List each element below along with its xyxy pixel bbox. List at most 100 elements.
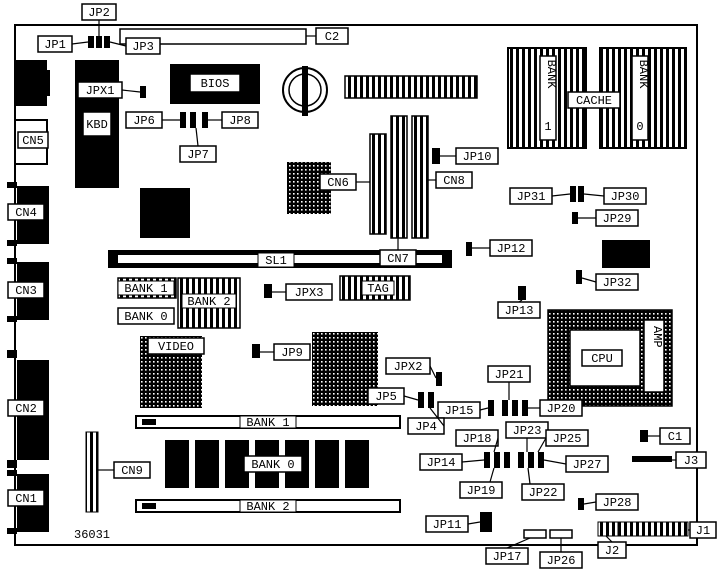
svg-text:36031: 36031 — [74, 528, 110, 542]
svg-text:VIDEO: VIDEO — [158, 340, 194, 354]
label-j3: J3 — [675, 451, 707, 469]
leader-lines — [71, 20, 690, 552]
jumper-blocks — [88, 36, 648, 532]
svg-text:BANK 1: BANK 1 — [124, 282, 167, 296]
svg-text:CN7: CN7 — [387, 252, 409, 266]
svg-text:JP22: JP22 — [529, 486, 558, 500]
label-jp2: JP2 — [81, 3, 117, 21]
svg-text:BANK: BANK — [544, 60, 558, 90]
svg-text:JP25: JP25 — [553, 432, 582, 446]
svg-text:JP17: JP17 — [493, 550, 522, 564]
label-c2: C2 — [315, 27, 349, 45]
label-jp15: JP15 — [437, 401, 481, 419]
jp26-block — [549, 529, 573, 539]
label-jp20: JP20 — [539, 399, 583, 417]
label-jp27: JP27 — [565, 455, 609, 473]
label-cn7: CN7 — [379, 249, 417, 267]
svg-text:BANK 2: BANK 2 — [246, 500, 289, 514]
svg-text:JP19: JP19 — [467, 484, 496, 498]
label-jp29: JP29 — [595, 209, 639, 227]
svg-text:JP12: JP12 — [497, 242, 526, 256]
label-jp7: JP7 — [179, 145, 217, 163]
battery — [282, 66, 328, 116]
svg-text:JP14: JP14 — [427, 456, 456, 470]
svg-text:JP23: JP23 — [513, 424, 542, 438]
label-part-no: 36031 — [74, 528, 110, 542]
label-bank-right-num: 0 — [636, 120, 643, 134]
svg-text:C2: C2 — [325, 30, 339, 44]
label-jp12: JP12 — [489, 239, 533, 257]
svg-text:JP26: JP26 — [547, 554, 576, 568]
svg-text:C1: C1 — [668, 430, 682, 444]
svg-text:JP10: JP10 — [463, 150, 492, 164]
label-jp17: JP17 — [485, 547, 529, 565]
label-jp10: JP10 — [455, 147, 499, 165]
label-cn2: CN2 — [7, 399, 45, 417]
label-jp26: JP26 — [539, 551, 583, 569]
svg-text:CN4: CN4 — [15, 206, 37, 220]
label-bios: BIOS — [189, 73, 241, 93]
qfp-chip-center — [312, 332, 378, 406]
svg-text:JP27: JP27 — [573, 458, 602, 472]
svg-text:JP21: JP21 — [495, 368, 524, 382]
label-bank-left-num: 1 — [544, 120, 551, 134]
label-bank0-small: BANK 0 — [117, 307, 175, 325]
label-j2: J2 — [597, 541, 627, 559]
svg-text:CN6: CN6 — [327, 176, 349, 190]
label-jp30: JP30 — [603, 187, 647, 205]
svg-text:JP30: JP30 — [611, 190, 640, 204]
label-cn8: CN8 — [435, 171, 473, 189]
label-jp25: JP25 — [545, 429, 589, 447]
label-bank-right: BANK — [636, 60, 650, 90]
j2-header — [597, 521, 619, 537]
tag-chip — [339, 275, 411, 301]
label-jp18: JP18 — [455, 429, 499, 447]
label-jp19: JP19 — [459, 481, 503, 499]
svg-text:BANK: BANK — [636, 60, 650, 90]
label-bank2-long: BANK 2 — [239, 499, 297, 514]
top-header-connector — [344, 75, 478, 99]
label-jp14: JP14 — [419, 453, 463, 471]
jp17-block — [523, 529, 547, 539]
svg-text:CN5: CN5 — [22, 134, 44, 148]
svg-text:BANK 0: BANK 0 — [124, 310, 167, 324]
label-jp5: JP5 — [367, 387, 405, 405]
label-jp8: JP8 — [221, 111, 259, 129]
svg-text:JP32: JP32 — [603, 276, 632, 290]
svg-text:BANK 2: BANK 2 — [187, 295, 230, 309]
svg-text:CN3: CN3 — [15, 284, 37, 298]
label-cn1: CN1 — [7, 489, 45, 507]
svg-text:JP29: JP29 — [603, 212, 632, 226]
svg-text:BIOS: BIOS — [201, 77, 230, 91]
label-cn6: CN6 — [319, 173, 357, 191]
label-jp13: JP13 — [497, 301, 541, 319]
svg-text:CN1: CN1 — [15, 492, 37, 506]
svg-text:JPX2: JPX2 — [394, 360, 423, 374]
svg-text:BANK 1: BANK 1 — [246, 416, 289, 430]
svg-text:JPX3: JPX3 — [295, 286, 324, 300]
label-jp28: JP28 — [595, 493, 639, 511]
svg-text:JP15: JP15 — [445, 404, 474, 418]
svg-text:JP8: JP8 — [229, 114, 251, 128]
label-cache: CACHE — [567, 91, 621, 109]
svg-text:JP6: JP6 — [133, 114, 155, 128]
label-cn5: CN5 — [17, 131, 49, 149]
label-jp4: JP4 — [407, 417, 445, 435]
svg-text:JP28: JP28 — [603, 496, 632, 510]
large-chip-left — [140, 188, 190, 238]
svg-text:JP2: JP2 — [88, 6, 110, 20]
svg-text:J3: J3 — [684, 454, 698, 468]
svg-text:JP20: JP20 — [547, 402, 576, 416]
label-jp6: JP6 — [125, 111, 163, 129]
svg-text:JP4: JP4 — [415, 420, 437, 434]
svg-text:CN9: CN9 — [121, 464, 143, 478]
label-jp23: JP23 — [505, 421, 549, 439]
label-jp3: JP3 — [125, 37, 161, 55]
svg-text:JP3: JP3 — [132, 40, 154, 54]
label-jp21: JP21 — [487, 365, 531, 383]
label-jpx2: JPX2 — [385, 357, 431, 375]
svg-text:JP11: JP11 — [433, 518, 462, 532]
svg-text:0: 0 — [636, 120, 643, 134]
label-jp9: JP9 — [273, 343, 311, 361]
label-bank2-small: BANK 2 — [181, 293, 237, 309]
